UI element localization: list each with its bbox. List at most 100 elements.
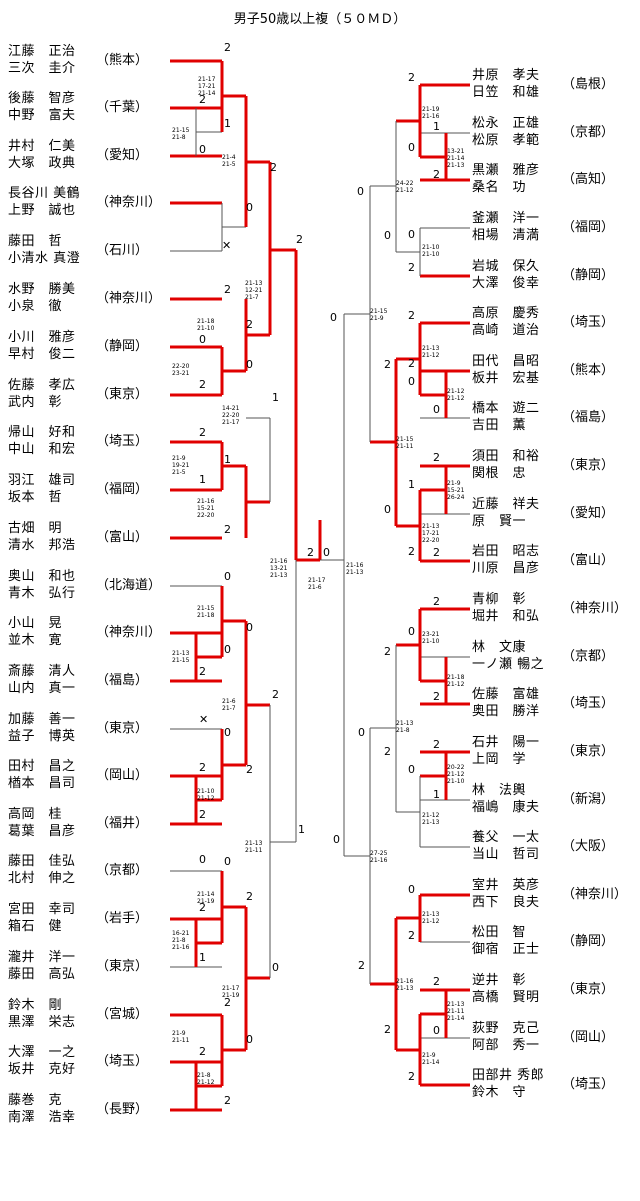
player-name: 上岡 学	[472, 752, 527, 767]
prefecture-label: （東京）	[562, 458, 615, 473]
prefecture-label: （京都）	[562, 125, 615, 140]
player-name: 北村 伸之	[8, 871, 76, 886]
prefecture-label: （静岡）	[562, 268, 615, 283]
prefecture-label: （東京）	[96, 959, 149, 974]
match-result: 2	[246, 318, 253, 331]
prefecture-label: （京都）	[562, 649, 615, 664]
match-score: 23-21 21-10	[422, 631, 440, 645]
prefecture-label: （埼玉）	[562, 315, 615, 330]
match-result: 2	[199, 1045, 206, 1058]
match-result: 2	[408, 309, 415, 322]
match-result: 0	[224, 855, 231, 868]
match-result: 2	[408, 261, 415, 274]
match-result: 2	[246, 890, 253, 903]
match-score: 21-9 21-14	[422, 1052, 440, 1066]
match-score: 21-6 21-7	[222, 698, 236, 712]
player-name: 宮田 幸司	[8, 902, 76, 917]
match-score: 21-10 21-10	[422, 244, 440, 258]
player-name: 当山 哲司	[472, 847, 540, 862]
player-name: 羽江 雄司	[8, 473, 76, 488]
player-name: 逆井 彰	[472, 973, 527, 988]
player-name: 奥田 勝洋	[472, 704, 540, 719]
match-result: 0	[330, 311, 337, 324]
player-name: 桑名 功	[472, 180, 527, 195]
prefecture-label: （高知）	[562, 172, 615, 187]
match-result: 2	[433, 738, 440, 751]
player-name: 大澤 一之	[8, 1045, 76, 1060]
player-name: 須田 和裕	[472, 449, 540, 464]
match-result: 2	[433, 690, 440, 703]
player-name: 高岡 桂	[8, 807, 63, 822]
match-score: 24-22 21-12	[396, 180, 414, 194]
match-result: 2	[408, 357, 415, 370]
player-name: 松永 正雄	[472, 116, 540, 131]
player-name: 葛葉 昌彦	[8, 824, 76, 839]
match-result: 0	[408, 625, 415, 638]
match-result: 2	[433, 975, 440, 988]
match-result: 2	[296, 233, 303, 246]
player-name: 鈴木 剛	[8, 998, 63, 1013]
match-result: 1	[408, 478, 415, 491]
prefecture-label: （福井）	[96, 816, 149, 831]
match-result: 2	[199, 378, 206, 391]
player-name: 原 賢一	[472, 514, 527, 529]
player-name: 阿部 秀一	[472, 1038, 540, 1053]
player-name: 吉田 薫	[472, 418, 527, 433]
match-score: 27-25 21-16	[370, 850, 388, 864]
player-name: 日笠 和雄	[472, 85, 540, 100]
match-result: 2	[199, 901, 206, 914]
player-name: 松田 智	[472, 925, 527, 940]
match-score: 21-13 21-12	[422, 911, 440, 925]
prefecture-label: （岩手）	[96, 911, 149, 926]
match-score: 22-20 23-21	[172, 363, 190, 377]
match-result: 0	[272, 961, 279, 974]
player-name: 早村 俊二	[8, 347, 76, 362]
prefecture-label: （埼玉）	[96, 434, 149, 449]
prefecture-label: （福岡）	[562, 220, 615, 235]
player-name: 藤巻 克	[8, 1093, 63, 1108]
player-name: 青柳 彰	[472, 592, 527, 607]
match-result: 2	[199, 426, 206, 439]
match-result: 0	[199, 853, 206, 866]
prefecture-label: （神奈川）	[562, 601, 628, 616]
match-result: 2	[433, 595, 440, 608]
prefecture-label: （新潟）	[562, 792, 615, 807]
page-title: 男子50歳以上複（５０ＭＤ）	[233, 12, 407, 27]
match-result: 1	[433, 120, 440, 133]
prefecture-label: （神奈川）	[96, 195, 162, 210]
player-name: 関根 忠	[472, 466, 527, 481]
match-score: 21-13 21-11 21-14	[447, 1001, 465, 1022]
match-result: 0	[199, 143, 206, 156]
match-result: 2	[246, 763, 253, 776]
player-name: 上野 誠也	[8, 203, 76, 218]
match-result: 2	[408, 71, 415, 84]
match-result: 1	[224, 117, 231, 130]
player-name: 清水 邦浩	[8, 538, 76, 553]
prefecture-label: （静岡）	[562, 934, 615, 949]
match-result: 2	[224, 283, 231, 296]
match-result: 0	[433, 1024, 440, 1037]
player-name: 板井 宏基	[472, 371, 540, 386]
prefecture-label: （福島）	[562, 410, 615, 425]
player-name: 小清水 真澄	[8, 251, 81, 266]
player-name: 小山 晃	[8, 616, 63, 631]
match-result: 2	[224, 41, 231, 54]
match-result: 0	[408, 763, 415, 776]
match-score: 21-17 17-21 21-14	[198, 76, 216, 97]
match-result: 2	[272, 688, 279, 701]
player-name: 養父 一太	[472, 830, 540, 845]
prefecture-label: （京都）	[96, 863, 149, 878]
match-result: 2	[384, 1023, 391, 1036]
match-score: 16-21 21-8 21-16	[172, 930, 190, 951]
match-score: 21-15 21-9	[370, 308, 388, 322]
prefecture-label: （神奈川）	[96, 291, 162, 306]
player-name: 福嶋 康夫	[472, 800, 540, 815]
player-name: 岩城 保久	[472, 259, 540, 274]
prefecture-label: （静岡）	[96, 339, 149, 354]
match-result: 0	[224, 570, 231, 583]
match-score: 21-15 21-11	[396, 436, 414, 450]
prefecture-label: （長野）	[96, 1102, 149, 1117]
match-score: 14-21 22-20 21-17	[222, 405, 240, 426]
player-name: 武内 彰	[8, 395, 63, 410]
match-score: 13-21 21-14 21-13	[447, 148, 465, 169]
